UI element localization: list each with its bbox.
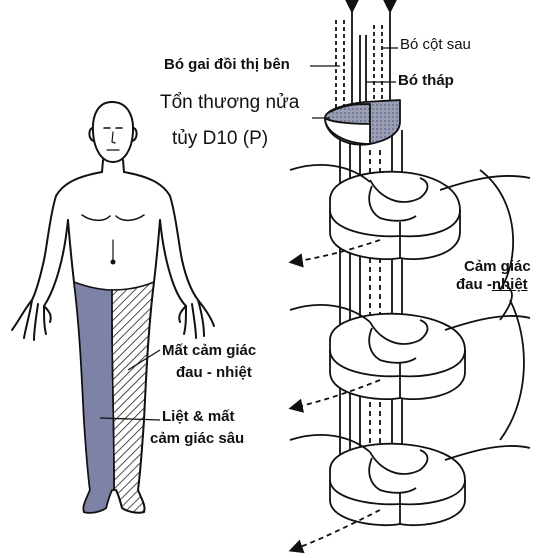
spinothalamic-tract-label: Bó gai đồi thị bên — [164, 56, 290, 73]
hatched-leg-region — [112, 282, 154, 513]
lesion-label-line1: Tổn thương nửa — [160, 92, 299, 114]
posterior-column-label: Bó cột sau — [400, 36, 471, 53]
paralysis-label-line2: cảm giác sâu — [150, 430, 244, 447]
pain-temp-sensation-label-line1: Cảm giác — [464, 258, 531, 275]
pain-temp-underlined: nhiệt — [492, 276, 528, 293]
loss-pain-temp-label-line2: đau - nhiệt — [176, 364, 252, 381]
pyramidal-tract-label: Bó tháp — [398, 72, 454, 89]
cord-segment-upper — [330, 172, 460, 259]
cord-segment-middle — [330, 314, 465, 399]
lesion-label-line2: tủy D10 (P) — [172, 128, 268, 150]
cord-segment-lower — [330, 444, 465, 525]
loss-pain-temp-label-line1: Mất cảm giác — [162, 342, 256, 359]
paralysis-label-line1: Liệt & mất — [162, 408, 235, 425]
shaded-leg-region — [74, 282, 114, 513]
pain-temp-prefix: đau - — [456, 276, 492, 293]
pain-temp-sensation-label-line2: đau -nhiệt — [456, 276, 528, 293]
